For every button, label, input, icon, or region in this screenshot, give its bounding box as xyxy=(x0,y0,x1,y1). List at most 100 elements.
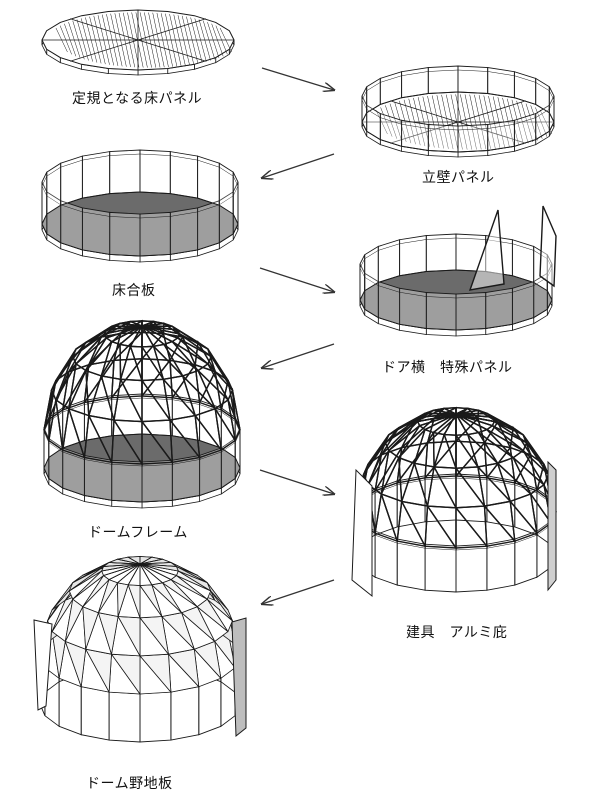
wall-panel xyxy=(169,151,199,199)
wall-rail xyxy=(199,451,222,460)
wall-rail xyxy=(84,459,112,465)
floor-seam xyxy=(137,39,207,62)
wall-rail xyxy=(232,176,239,187)
wall-rail xyxy=(514,534,537,544)
arrow-step3-to-step4 xyxy=(259,267,334,292)
side-panel-left xyxy=(33,619,53,711)
dome-facet xyxy=(140,345,165,380)
dome-facet xyxy=(490,415,524,436)
floor-seam xyxy=(137,18,207,41)
wall-rail xyxy=(380,75,402,83)
dome-facet xyxy=(141,325,178,331)
wall-rail xyxy=(139,216,171,219)
wall-panel xyxy=(62,447,85,497)
dome-facet xyxy=(454,433,479,468)
wall-panel xyxy=(111,393,143,437)
dome-facet xyxy=(139,563,177,567)
wall-rail xyxy=(378,243,400,251)
wall-rail xyxy=(512,285,534,293)
wall-rail xyxy=(219,195,234,206)
floor-plywood-illustration xyxy=(41,149,239,263)
wall-rail xyxy=(197,204,220,213)
wall-rail xyxy=(399,292,427,297)
wall-panel xyxy=(218,162,234,215)
wall-rail xyxy=(48,442,63,453)
wall-panel xyxy=(109,149,141,195)
wall-rail xyxy=(46,166,61,177)
wall-rail xyxy=(455,296,486,299)
wall-rail xyxy=(199,404,222,413)
wall-rail xyxy=(401,124,429,129)
arrow-step1-to-step2 xyxy=(261,67,334,90)
wall-panel xyxy=(486,538,516,591)
wall-rail xyxy=(221,411,236,422)
wall-rail xyxy=(48,411,63,422)
wall-rail xyxy=(60,204,83,213)
wall-rail xyxy=(359,258,365,269)
arrow-step6-to-step7 xyxy=(262,579,335,604)
wall-rail xyxy=(111,464,143,467)
floor-seam xyxy=(389,100,459,123)
wall-rail xyxy=(60,159,83,168)
wall-rail xyxy=(428,69,459,72)
wall-rail xyxy=(43,431,50,443)
wall-panel xyxy=(548,86,555,123)
wall-rail xyxy=(535,82,550,91)
dome-facet xyxy=(455,413,493,418)
wall-rail xyxy=(455,237,486,240)
wall-panel xyxy=(111,459,143,503)
wall-rail xyxy=(361,90,367,101)
wall-rail xyxy=(514,117,536,125)
step-1-caption: 定規となる床パネル xyxy=(72,91,203,107)
wall-rail xyxy=(170,211,198,217)
wall-rail xyxy=(82,211,110,217)
step-5-caption: ドームフレーム xyxy=(88,525,188,541)
wall-panel xyxy=(232,171,239,225)
wall-rail xyxy=(485,292,513,297)
step-6-caption: 建具 アルミ庇 xyxy=(406,625,508,641)
wall-rail xyxy=(399,239,427,244)
wall-rail xyxy=(46,195,61,206)
wall-panel xyxy=(396,538,426,591)
wall-rail xyxy=(170,155,198,161)
dome-sheathing-illustration xyxy=(33,555,247,743)
side-panel-left xyxy=(351,468,373,598)
wall-rail xyxy=(487,124,515,129)
wall-rail xyxy=(549,90,555,101)
wall-panel xyxy=(41,171,48,225)
wall-rail xyxy=(359,267,365,278)
wall-panel xyxy=(511,239,535,284)
wall-rail xyxy=(84,399,112,405)
wall-rail xyxy=(486,542,515,549)
step-7-caption: ドーム野地板 xyxy=(86,776,173,792)
wall-rail xyxy=(82,155,110,161)
wall-rail xyxy=(428,128,459,131)
wall-panel xyxy=(377,239,401,284)
wall-rail xyxy=(426,296,457,299)
step-2-caption: 立壁パネル xyxy=(422,170,495,186)
wall-rail xyxy=(426,237,457,240)
wall-rail xyxy=(41,176,48,187)
wall-panel xyxy=(139,687,172,743)
wall-panel xyxy=(455,292,487,331)
wall-rail xyxy=(455,547,487,551)
wall-rail xyxy=(172,399,200,405)
wall-panel xyxy=(141,459,173,503)
wall-panel xyxy=(425,292,457,331)
step-3-caption: 床合板 xyxy=(112,283,156,299)
wall-rail xyxy=(197,159,220,168)
wall-panel xyxy=(81,151,111,199)
dome-frame-illustration xyxy=(43,319,241,509)
wall-panel xyxy=(511,280,535,325)
floor-seam xyxy=(69,18,139,41)
wall-panel xyxy=(425,233,457,272)
wall-rail xyxy=(455,477,487,481)
wall-rail xyxy=(364,250,379,259)
wall-rail xyxy=(397,479,426,486)
arrow-step4-to-step5 xyxy=(262,343,335,368)
wall-rail xyxy=(549,99,555,110)
wall-rail xyxy=(380,117,402,125)
floor-panel-ring-illustration xyxy=(41,9,235,76)
dome-facet xyxy=(129,345,143,381)
